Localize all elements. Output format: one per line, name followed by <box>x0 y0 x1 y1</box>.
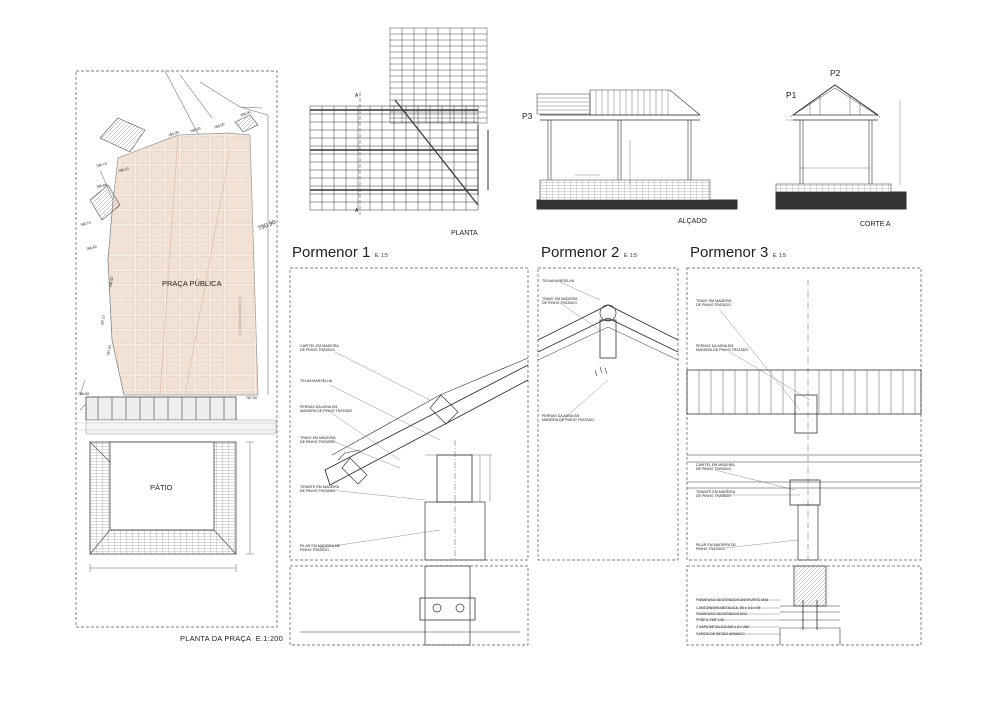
d3-base-note-1: PARAFUSO GEOSTADOS ANTIFURTO M16 <box>696 598 769 602</box>
alcado-label: ALÇADO <box>678 218 707 225</box>
d3-pernas-note: PERNAS DA ASNA EM MADEIRA DE PINHO TRATA… <box>696 344 749 353</box>
d1-pilar-note: PILAR EM MADEIRA DE PINHO TRATADO <box>300 544 340 553</box>
d3-tirante-note: TIRANTE EM MADEIRA DE PINHO TRATADO <box>696 490 736 499</box>
spot-level: 787.50 <box>246 396 257 400</box>
d2-trave-note: TRAVE EM MADEIRA DE PINHO TRATADO <box>542 297 578 306</box>
d1-pernas-note: PERNAS DA ASNA EM MADEIRA DE PINHO TRATA… <box>300 405 353 414</box>
d3-base-note-6: SAPATA DE BETAO ARMADO <box>696 632 745 636</box>
patio-label: PÁTIO <box>150 483 173 492</box>
detail-1-heading: Pormenor 1 E. 1:5 <box>292 244 388 262</box>
detail-3-heading: Pormenor 3 E. 1:5 <box>690 244 786 262</box>
detail-3 <box>686 267 922 646</box>
d2-telha-note: TELHA MARSELHA <box>542 279 575 283</box>
section-a <box>775 84 907 210</box>
d3-trave-note: TRAVE EM MADEIRA DE PINHO TRATADO <box>696 299 732 308</box>
detail-3-title: Pormenor 3 <box>690 244 769 261</box>
corte-label: CORTE A <box>860 221 891 228</box>
detail-2 <box>537 267 679 561</box>
section-marker-top: A <box>355 93 359 99</box>
detail-2-heading: Pormenor 2 E. 1:5 <box>541 244 637 262</box>
detail-3-scale: E. 1:5 <box>772 253 786 259</box>
elevation <box>536 89 738 210</box>
d3-base-note-5: CHAPA METALICA 260 x 8 x 260 <box>696 625 749 629</box>
d3-pilar-note: PILAR EM MADEIRA DE PINHO TRATADO <box>696 543 736 552</box>
leader-lines <box>319 281 811 549</box>
detail-2-scale: E. 1:5 <box>623 253 637 259</box>
detail-2-title: Pormenor 2 <box>541 244 620 261</box>
detail-1 <box>289 267 529 646</box>
praca-label: PRAÇA PÚBLICA <box>162 279 222 288</box>
d1-capitel-note: CAPITEL EM MADEIRA DE PINHO TRATADO <box>300 344 339 353</box>
d1-tirante-note: TIRANTE EM MADEIRA DE PINHO TRATADO <box>300 485 340 494</box>
spot-level: 786.69 <box>78 392 89 396</box>
detail-1-scale: E. 1:5 <box>374 253 388 259</box>
d3-base-note-4: PERFIL TMF 140 <box>696 618 724 622</box>
d3-capitel-note: CAPITEL EM MADEIRA DE PINHO TRATADO <box>696 463 735 472</box>
section-marker-bottom: A <box>355 208 359 214</box>
d1-trave-note: TRAVE EM MADEIRA DE PINHO TRATADO <box>300 436 336 445</box>
plan-scale: E.1:200 <box>255 634 284 643</box>
marker-p1: P1 <box>786 90 797 100</box>
d1-telha-note: TELHA MARSELHA <box>300 379 333 383</box>
d3-base-note-3: PARAFUSO GEOSTADOS M12 <box>696 612 747 616</box>
plan-caption: PLANTA DA PRAÇA E.1:200 <box>180 634 284 643</box>
marker-p2: P2 <box>830 68 841 78</box>
roof-plan <box>309 27 489 215</box>
detail-1-title: Pormenor 1 <box>292 244 371 261</box>
d3-base-note-2: CANTONEIRA METALICA .95 x 9.5 x 95 <box>696 606 761 610</box>
planta-label: PLANTA <box>451 230 478 237</box>
marker-p3: P3 <box>522 111 533 121</box>
d2-pernas-note: PERNAS DA ASNA EM MADEIRA DE PINHO TRATA… <box>542 414 595 423</box>
site-plan <box>75 70 278 628</box>
